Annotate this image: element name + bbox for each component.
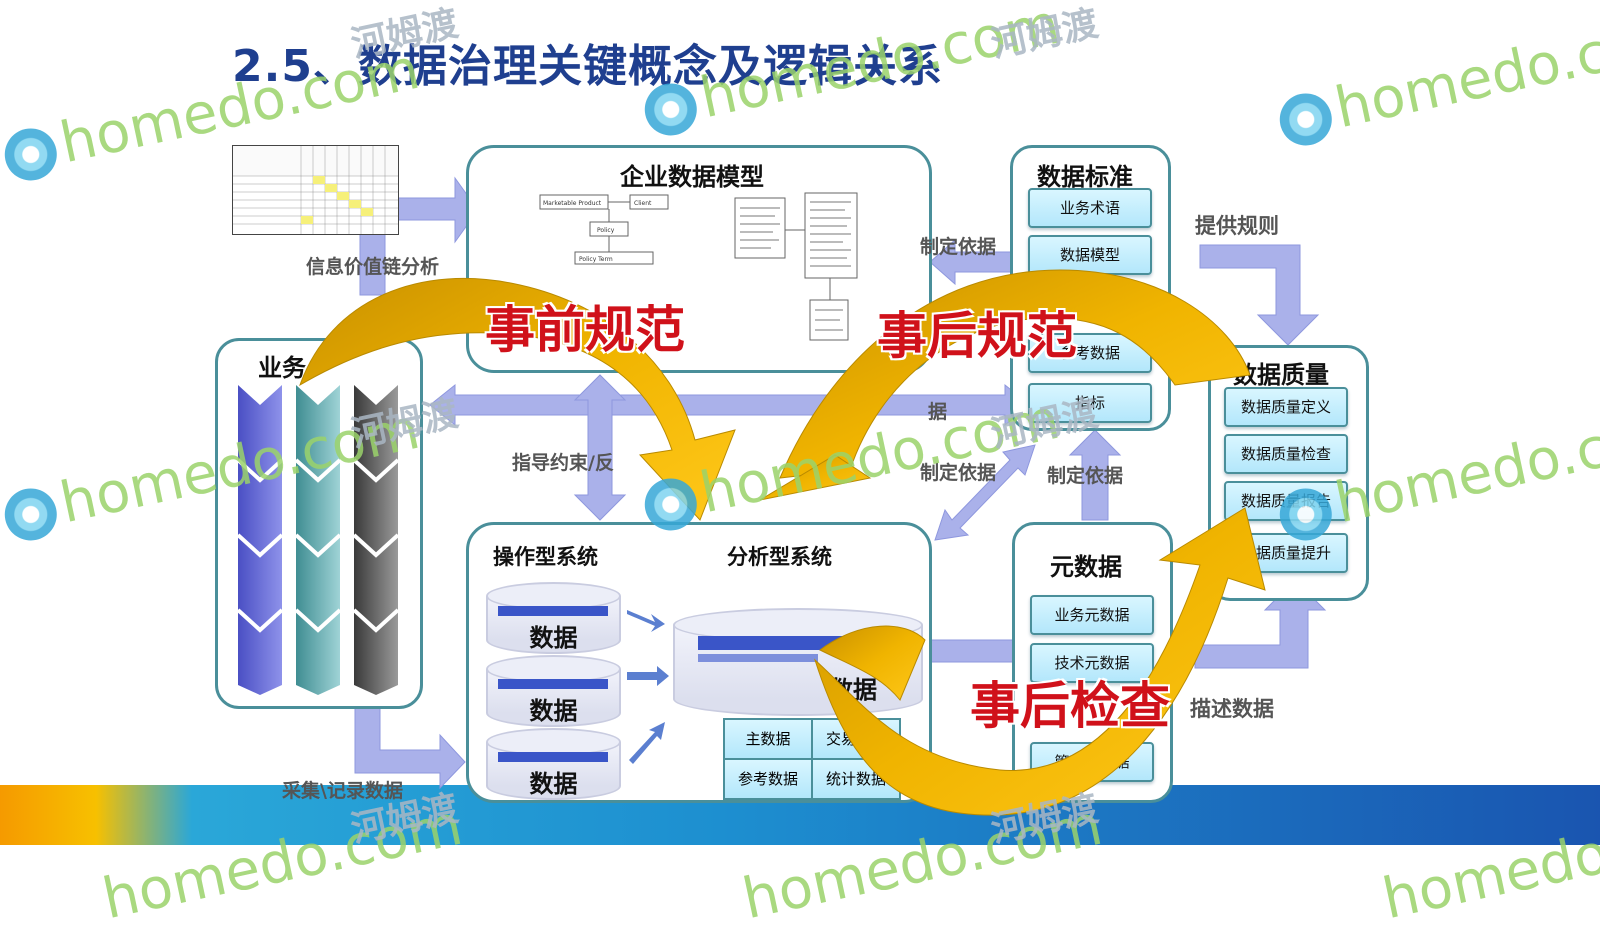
operational-db-3-label: 数据 [529,770,578,798]
operational-db-1: 数据 [486,582,621,654]
standard-item-indicators: 指标 [1028,383,1152,423]
operational-db-1-label: 数据 [529,624,578,652]
metadata-title: 元数据 [1050,553,1122,581]
arrow-guide-constraint [573,374,627,521]
page-title: 2.5、数据治理关键概念及逻辑关系 [232,41,943,92]
label-guide-constraint: 指导约束/反 [512,452,614,474]
arrow-meta-up [1068,429,1122,521]
flower-logo-icon [0,483,62,546]
flower-logo-icon [639,473,702,536]
data-standard-title: 数据标准 [1037,163,1133,191]
analytic-sub-statistics: 统计数据 [811,758,901,800]
value-chain-matrix [232,145,399,235]
etl-arrows [627,610,669,764]
connector-arrows [354,176,1327,790]
label-basis-standard: 制定依据 [920,236,997,258]
flower-logo-icon [1274,483,1337,546]
analytic-sub-reference: 参考数据 [723,758,813,800]
metadata-item-business: 业务元数据 [1030,595,1154,635]
label-basis-meta: 制定依据 [920,462,997,484]
curved-arrow-post [779,269,1251,479]
model-entity-policy-term: Policy Term [579,256,613,263]
operational-title: 操作型系统 [493,545,598,569]
curved-arrow-post-head [759,454,872,501]
label-describe-data: 描述数据 [1190,697,1274,721]
arrow-provide-rules [1199,244,1320,346]
label-basis-up: 制定依据 [1047,465,1124,487]
arrow-diagonal [934,444,1036,541]
flower-logo-icon [639,78,702,141]
analytical-title: 分析型系统 [727,545,832,569]
model-entity-policy: Policy [597,227,615,234]
analytical-db: 数据 [673,608,923,716]
quality-item-check: 数据质量检查 [1224,434,1348,474]
standard-item-data-model: 数据模型 [1028,235,1152,275]
curved-arrows [299,269,1266,816]
quality-item-definition: 数据质量定义 [1224,387,1348,427]
curved-arrow-pre [299,278,736,521]
metadata-item-technical: 技术元数据 [1030,643,1154,683]
curved-arrow-check [813,507,1266,816]
enterprise-model-title: 企业数据模型 [620,163,764,191]
model-diagram: Marketable Product Client Policy Policy … [539,192,858,341]
operational-db-3: 数据 [486,728,621,800]
operational-db-2-label: 数据 [529,697,578,725]
model-entity-client: Client [634,200,652,207]
label-collect-record: 采集\记录数据 [282,780,403,802]
business-chevrons [238,385,400,695]
callout-pre-standard: 事前规范 [485,301,685,359]
standard-item-business-terms: 业务术语 [1028,188,1152,228]
flower-logo-icon [1274,88,1337,151]
callout-post-check: 事后检查 [970,677,1170,735]
business-title: 业务 [258,354,306,382]
model-entity-product: Marketable Product [543,200,602,207]
callout-post-standard: 事后规范 [877,307,1077,365]
label-value-chain: 信息价值链分析 [306,256,440,278]
label-partial-ju: 据 [928,401,948,423]
operational-db-2: 数据 [486,655,621,727]
arrow-collect-record [354,704,466,790]
curved-arrow-check-tail [819,625,926,701]
label-provide-rules: 提供规则 [1195,214,1279,238]
flower-logo-icon [0,123,62,186]
